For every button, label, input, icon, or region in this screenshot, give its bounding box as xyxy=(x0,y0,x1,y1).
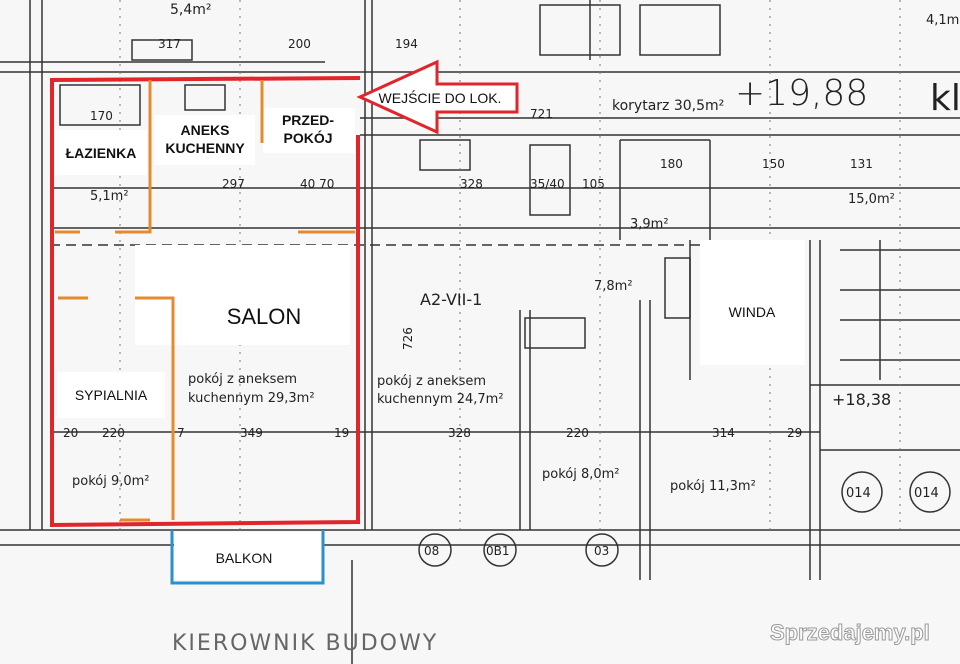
area-label: 4,1m² xyxy=(926,13,960,28)
room-label: pokój z aneksem xyxy=(188,372,297,387)
area-label: 3,9m² xyxy=(630,217,669,232)
footer-stamp: KIEROWNIK BUDOWY xyxy=(172,631,438,656)
plan-texts: 5,4m² 317 200 194 4,1m² 170 korytarz 30,… xyxy=(63,2,960,656)
dimension-label: 131 xyxy=(850,157,873,171)
dimension-label: 35/40 xyxy=(530,177,565,191)
watermark-text: Sprzedajemy.pl xyxy=(770,620,930,645)
living-room-label: SALON xyxy=(227,304,302,329)
entrance-label: WEJŚCIE DO LOK. xyxy=(379,89,502,106)
area-label: 5,1m² xyxy=(90,189,129,204)
dimension-label: 194 xyxy=(395,37,418,51)
dimension-label: 349 xyxy=(240,426,263,440)
room-label: pokój 8,0m² xyxy=(542,467,620,482)
dimension-label: 19 xyxy=(334,426,349,440)
kitchen-label-line2: KUCHENNY xyxy=(165,140,245,156)
grid-tag: 08 xyxy=(424,544,439,558)
hall-label-line1: PRZED- xyxy=(282,112,334,128)
dimension-label: 297 xyxy=(222,177,245,191)
dimension-label: 317 xyxy=(158,37,181,51)
dimension-label: 105 xyxy=(582,177,605,191)
balcony-label: BALKON xyxy=(216,550,273,566)
room-label: kuchennym 29,3m² xyxy=(188,391,315,406)
bathroom-label: ŁAZIENKA xyxy=(66,145,137,161)
grid-tag: 014 xyxy=(914,486,939,501)
dimension-label: 150 xyxy=(762,157,785,171)
grid-tags xyxy=(418,471,951,567)
dimension-label: 314 xyxy=(712,426,735,440)
dimension-label: 170 xyxy=(90,109,113,123)
dimension-label: 220 xyxy=(566,426,589,440)
area-label: 15,0m² xyxy=(848,192,895,207)
dimension-label: 180 xyxy=(660,157,683,171)
dimension-label: 7 xyxy=(177,426,185,440)
kitchen-label-line1: ANEKS xyxy=(180,122,229,138)
grid-tag: 0B1 xyxy=(486,544,510,558)
room-label: pokój z aneksem xyxy=(377,374,486,389)
grid-tag: 03 xyxy=(594,544,609,558)
room-label: pokój 11,3m² xyxy=(670,479,756,494)
level-label: +19,88 xyxy=(735,73,868,114)
corridor-label: korytarz 30,5m² xyxy=(612,98,724,114)
dimension-label: 328 xyxy=(448,426,471,440)
watermark: Sprzedajemy.pl xyxy=(770,620,931,646)
level-label: +18,38 xyxy=(832,390,891,409)
label-backgrounds xyxy=(55,108,805,580)
dimension-label: 20 xyxy=(63,426,78,440)
grid-tag: 014 xyxy=(846,486,871,501)
dimension-label: 29 xyxy=(787,426,802,440)
unit-id: A2-VII-1 xyxy=(420,290,482,309)
hall-label-line2: POKÓJ xyxy=(283,129,332,146)
partial-label: kl xyxy=(930,78,960,119)
dimension-label: 726 xyxy=(401,327,415,350)
apartment-outline xyxy=(50,76,361,528)
area-label: 7,8m² xyxy=(594,279,633,294)
interior-walls xyxy=(55,80,355,522)
entrance-arrow-icon xyxy=(356,59,519,135)
dimension-label: 721 xyxy=(530,107,553,121)
balcony-outline xyxy=(170,530,325,585)
dimension-label: 220 xyxy=(102,426,125,440)
dimension-label: 200 xyxy=(288,37,311,51)
elevator-label: WINDA xyxy=(729,304,776,320)
room-label: kuchennym 24,7m² xyxy=(377,392,504,407)
room-label: pokój 9,0m² xyxy=(72,474,150,489)
area-label: 5,4m² xyxy=(170,2,212,18)
dimension-label: 328 xyxy=(460,177,483,191)
bedroom-label: SYPIALNIA xyxy=(75,387,148,403)
dimension-label: 40 70 xyxy=(300,177,334,191)
